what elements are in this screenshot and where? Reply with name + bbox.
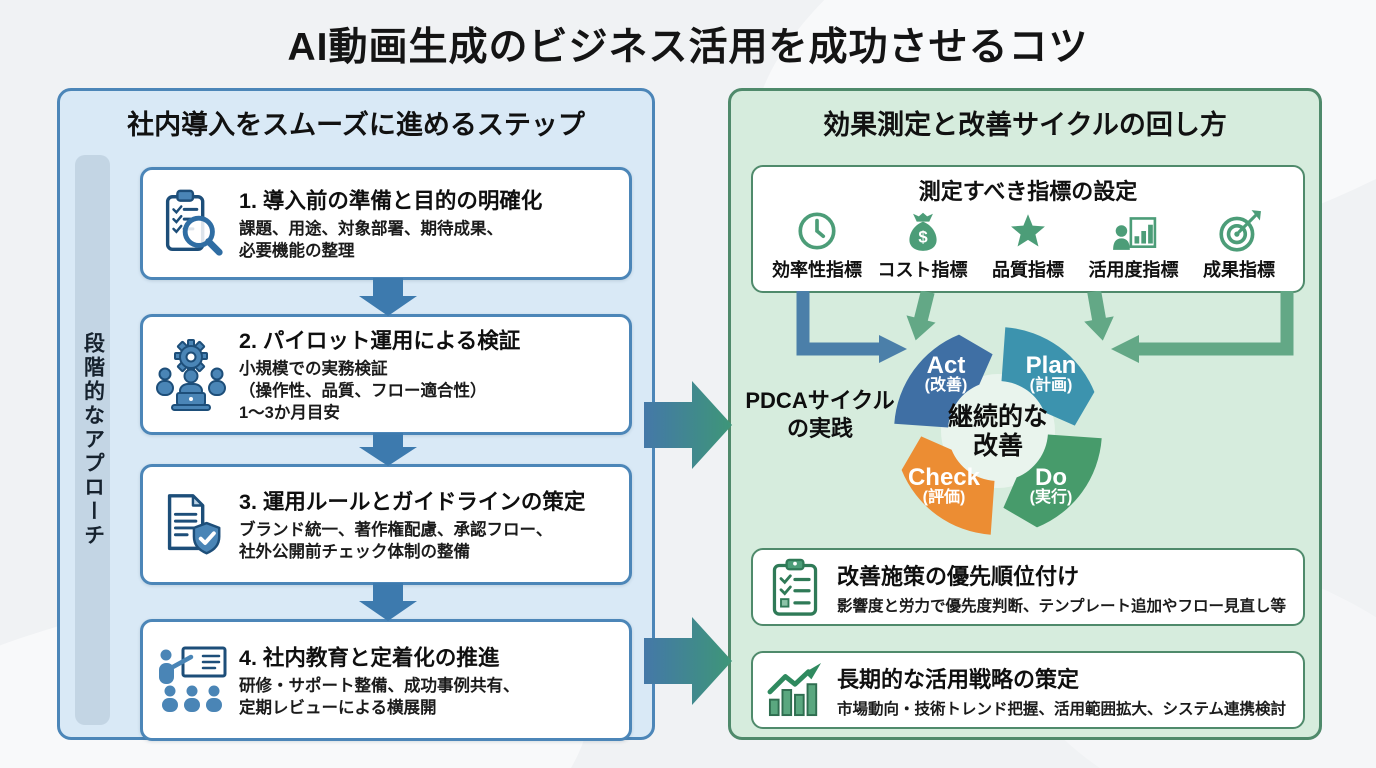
pdca-do-segment	[1003, 434, 1102, 528]
pdca-plan-segment	[1001, 327, 1095, 426]
elbow-arrow-right-icon	[1139, 291, 1294, 356]
down-arrow-icon	[906, 291, 936, 341]
step-4-title: 4. 社内教育と定着化の推進	[239, 645, 500, 670]
metrics-box-title: 測定すべき指標の設定	[918, 179, 1138, 204]
step-box-1: 1. 導入前の準備と目的の明確化 課題、用途、対象部署、期待成果、 必要機能の整…	[140, 167, 632, 280]
metric-usage: 活用度指標	[1082, 208, 1186, 282]
pdca-plan-label: Plan (計画)	[1025, 352, 1077, 395]
pdca-do-label: Do (実行)	[1029, 464, 1073, 507]
down-arrow-icon	[359, 583, 417, 621]
down-arrow-icon	[359, 278, 417, 316]
flow-arrow-bottom-icon	[644, 617, 732, 705]
clock-icon	[798, 212, 836, 250]
step-1-title: 1. 導入前の準備と目的の明確化	[239, 189, 543, 214]
team-gear-laptop-icon	[143, 337, 239, 413]
pdca-center-label: 継続的な 改善	[947, 403, 1048, 460]
left-panel-header: 社内導入をスムーズに進めるステップ	[127, 110, 585, 140]
clipboard-magnifier-icon	[143, 187, 239, 261]
metric-quality: 品質指標	[976, 208, 1080, 282]
left-panel-introduction-steps: 社内導入をスムーズに進めるステップ 段階的なアプローチ	[57, 88, 655, 741]
metrics-box: 測定すべき指標の設定 効率性指標 $ コスト指標	[751, 165, 1305, 293]
priority-box: 改善施策の優先順位付け 影響度と労力で優先度判断、テンプレート追加やフロー見直し…	[751, 548, 1305, 626]
side-label-bar: 段階的なアプローチ	[75, 155, 110, 725]
priority-box-title: 改善施策の優先順位付け	[837, 563, 1080, 589]
target-icon	[1219, 210, 1261, 252]
strategy-box-description: 市場動向・技術トレンド把握、活用範囲拡大、システム連携検討	[837, 700, 1287, 718]
svg-text:$: $	[918, 228, 928, 247]
flow-arrow-top-icon	[644, 381, 732, 469]
training-presentation-icon	[143, 642, 239, 718]
money-bag-icon: $	[908, 212, 937, 251]
right-panel-measurement-cycle: 効果測定と改善サイクルの回し方 測定すべき指標の設定 効率性指標 $	[728, 88, 1322, 740]
metric-label: コスト指標	[877, 260, 968, 280]
step-box-4: 4. 社内教育と定着化の推進 研修・サポート整備、成功事例共有、 定期レビューに…	[140, 619, 632, 741]
page-title: AI動画生成のビジネス活用を成功させるコツ	[287, 26, 1089, 69]
pdca-check-label: Check (評価)	[907, 464, 981, 507]
step-2-description: 小規模での実務検証 （操作性、品質、フロー適合性） 1〜3か月目安	[239, 360, 487, 422]
metric-results: 成果指標	[1187, 208, 1291, 282]
usage-chart-icon	[1112, 217, 1156, 250]
step-4-description: 研修・サポート整備、成功事例共有、 定期レビューによる横展開	[239, 676, 520, 717]
growth-chart-icon	[753, 663, 837, 717]
strategy-box-title: 長期的な活用戦略の策定	[837, 666, 1080, 692]
elbow-arrow-left-icon	[796, 291, 879, 356]
priority-box-description: 影響度と労力で優先度判断、テンプレート追加やフロー見直し等	[837, 597, 1287, 615]
step-1-description: 課題、用途、対象部署、期待成果、 必要機能の整理	[239, 220, 503, 260]
metric-label: 効率性指標	[772, 260, 862, 280]
down-arrow-icon	[359, 433, 417, 466]
star-icon	[1011, 214, 1045, 247]
step-3-title: 3. 運用ルールとガイドラインの策定	[239, 490, 586, 515]
step-3-description: ブランド統一、著作権配慮、承認フロー、 社外公開前チェック体制の整備	[239, 521, 553, 561]
pdca-act-label: Act (改善)	[924, 352, 968, 395]
checklist-icon	[753, 556, 837, 618]
metric-label: 品質指標	[992, 260, 1064, 280]
metric-label: 成果指標	[1203, 260, 1275, 280]
metric-label: 活用度指標	[1088, 260, 1179, 280]
pdca-side-label: PDCAサイクル の実践	[745, 388, 895, 441]
pdca-check-segment	[901, 436, 995, 535]
metric-cost: $ コスト指標	[871, 208, 975, 282]
pdca-act-segment	[894, 334, 993, 428]
document-shield-icon	[143, 488, 239, 562]
metric-to-pdca-connectors	[796, 291, 1294, 363]
metric-efficiency: 効率性指標	[765, 208, 869, 282]
step-2-title: 2. パイロット運用による検証	[239, 329, 521, 354]
side-label-text: 段階的なアプローチ	[81, 332, 105, 548]
step-box-2: 2. パイロット運用による検証 小規模での実務検証 （操作性、品質、フロー適合性…	[140, 314, 632, 435]
strategy-box: 長期的な活用戦略の策定 市場動向・技術トレンド把握、活用範囲拡大、システム連携検…	[751, 651, 1305, 729]
right-panel-header: 効果測定と改善サイクルの回し方	[823, 110, 1227, 140]
pdca-cycle-ring	[894, 327, 1102, 535]
down-arrow-icon	[1084, 291, 1114, 341]
step-box-3: 3. 運用ルールとガイドラインの策定 ブランド統一、著作権配慮、承認フロー、 社…	[140, 464, 632, 585]
